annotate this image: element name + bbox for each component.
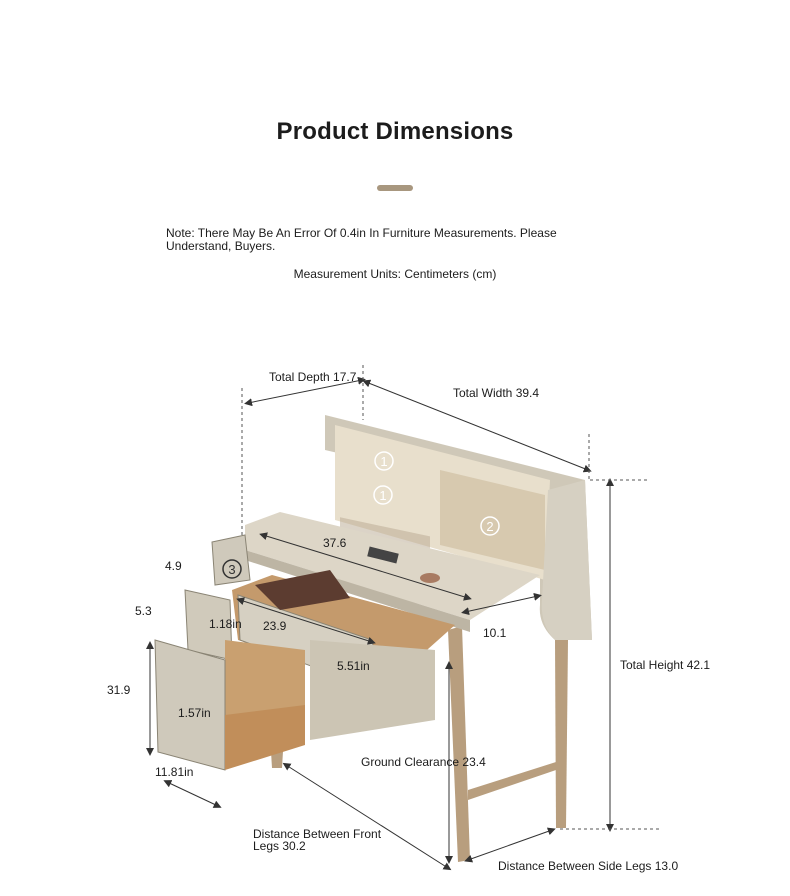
label-top-width: 37.6 <box>323 536 347 550</box>
label-drawer-height-1: 4.9 <box>165 559 182 573</box>
page-title: Product Dimensions <box>276 118 514 145</box>
dimension-lines <box>146 376 614 871</box>
svg-text:1: 1 <box>380 454 387 469</box>
label-handle-2: 5.51in <box>337 659 370 673</box>
label-total-height: Total Height 42.1 <box>620 658 711 672</box>
label-side-legs: Distance Between Side Legs 13.0 <box>498 859 679 873</box>
marker-3: 3 <box>222 559 242 579</box>
svg-text:1: 1 <box>379 488 386 503</box>
label-drawer-height-2: 5.3 <box>135 604 152 618</box>
marker-1b: 1 <box>373 485 393 505</box>
svg-text:2: 2 <box>486 519 493 534</box>
label-bottom-depth: 11.81in <box>155 765 194 779</box>
label-drawer-height-3: 31.9 <box>107 683 131 697</box>
measurement-note: Note: There May Be An Error Of 0.4in In … <box>166 226 557 253</box>
label-front-legs: Distance Between Front Legs 30.2 <box>253 827 382 853</box>
svg-text:3: 3 <box>228 562 235 577</box>
label-total-width: Total Width 39.4 <box>453 386 540 400</box>
marker-1a: 1 <box>374 451 394 471</box>
measurement-units: Measurement Units: Centimeters (cm) <box>293 267 497 281</box>
label-total-depth: Total Depth 17.7 <box>269 370 357 384</box>
label-ground-clearance: Ground Clearance 23.4 <box>361 755 486 769</box>
label-side-depth: 10.1 <box>483 626 507 640</box>
label-handle-3: 1.57in <box>178 706 211 720</box>
label-drawer-width: 23.9 <box>263 619 287 633</box>
label-handle-1: 1.18in <box>209 617 242 631</box>
title-accent-bar <box>377 185 413 191</box>
marker-2: 2 <box>480 516 500 536</box>
